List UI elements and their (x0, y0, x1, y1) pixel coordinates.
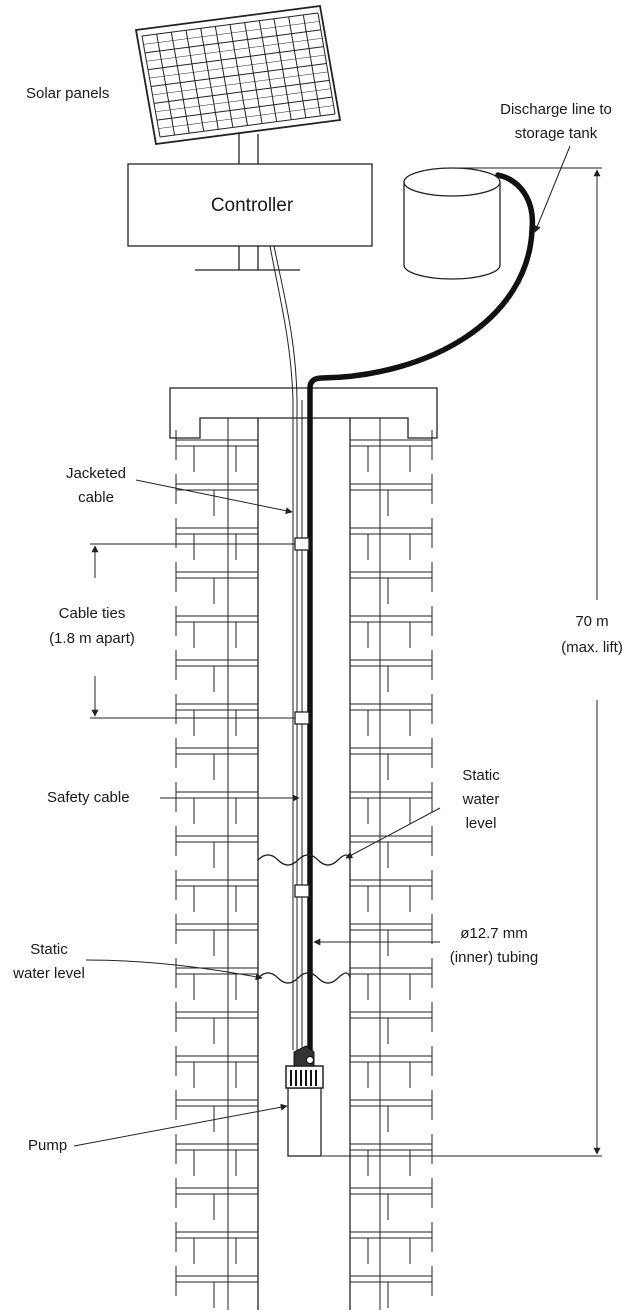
solar-cell-line (147, 46, 324, 71)
pump-label: Pump (28, 1137, 67, 1154)
solar-cell-line (144, 29, 321, 54)
solar-panel (134, 4, 342, 164)
lift-note-label: (max. lift) (561, 639, 623, 656)
safety-cable-label: Safety cable (47, 789, 130, 806)
cable-line-1 (273, 245, 298, 1050)
static-water-level-label-right: Static (462, 767, 500, 784)
cable-ties-spacing-label: (1.8 m apart) (49, 630, 135, 647)
solar-panels-label: Solar panels (26, 85, 109, 102)
pump-outlet (306, 1056, 314, 1064)
discharge-line-label-2: storage tank (515, 125, 598, 142)
ground-hatching (175, 430, 433, 1308)
storage-tank (403, 167, 501, 280)
solar-cell-line (150, 63, 327, 87)
cable-line-2 (269, 245, 294, 1050)
tubing-label-2: (inner) tubing (450, 949, 538, 966)
cable-tie (294, 537, 310, 551)
well-head-cap (169, 387, 438, 439)
static-water-level-label-right-2: water (462, 791, 500, 808)
cable-tie (294, 711, 310, 725)
solar-cell-line (153, 79, 330, 104)
controller-rect (127, 163, 373, 247)
solar-cell-subline (146, 38, 323, 62)
cable-ties-label: Cable ties (59, 605, 126, 622)
solar-panel-cells (141, 12, 336, 138)
pump-body (287, 1087, 322, 1157)
static-water-level-leader-left (85, 959, 263, 981)
controller-box: Controller (127, 163, 373, 271)
solar-cell-line (156, 96, 333, 121)
well-casing (169, 387, 438, 1310)
cable-ties (294, 537, 310, 898)
solar-cell-subline (143, 21, 320, 45)
static-water-level-label-right-3: level (466, 815, 497, 832)
jacketed-cable-label: Jacketed (66, 465, 126, 482)
discharge-line-label: Discharge line to (500, 101, 612, 118)
cable-tie-spacing: Cable ties (1.8 m apart) (49, 543, 295, 719)
solar-cell-subline (149, 54, 326, 79)
jacketed-cable-label-2: cable (78, 489, 114, 506)
solar-cell-subline (158, 105, 334, 129)
solar-cell-line (159, 113, 336, 138)
water-level-wave-upper (257, 854, 351, 866)
jacketed-cable (269, 245, 303, 1050)
solar-cell-subline (155, 88, 331, 112)
tank-top (403, 167, 501, 197)
pump-fins (290, 1070, 317, 1086)
discharge-tubing (307, 172, 536, 1055)
water-level-waves (257, 854, 351, 984)
tank-body (403, 182, 501, 280)
controller-label: Controller (211, 195, 294, 216)
static-water-level-leader-right (345, 807, 441, 859)
static-water-level-label-left-2: water level (12, 965, 85, 982)
pump (285, 1045, 324, 1157)
static-water-level-label-left: Static (30, 941, 68, 958)
lift-dimension: 70 m (max. lift) (322, 167, 623, 1157)
pump-leader (73, 1103, 288, 1147)
water-level-wave-lower (257, 972, 351, 984)
solar-cell-line (141, 12, 319, 37)
discharge-leader (534, 145, 571, 233)
tubing-label: ø12.7 mm (460, 925, 528, 942)
lift-height-label: 70 m (575, 613, 608, 630)
cable-tie (294, 884, 310, 898)
jacketed-cable-leader (135, 479, 293, 515)
solar-cell-subline (152, 71, 328, 96)
